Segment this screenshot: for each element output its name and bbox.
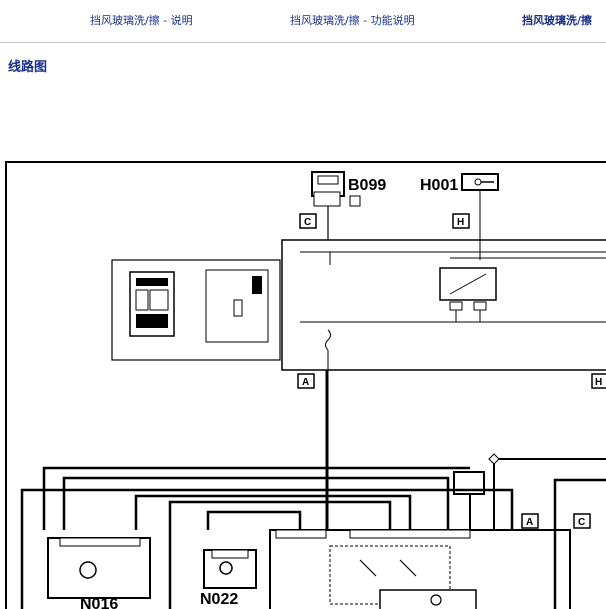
wiring-diagram: B099 H001 C H A H <box>5 161 606 609</box>
tab-function-description[interactable]: 挡风玻璃洗/擦 - 功能说明 <box>290 14 415 27</box>
diagram-frame <box>5 161 606 609</box>
connector-a-right: A <box>526 517 533 528</box>
section-title: 线路图 <box>8 60 48 75</box>
connector-c-bottom: C <box>578 517 585 528</box>
component-n016: N016 <box>47 537 151 609</box>
component-h001: H001 <box>420 173 499 236</box>
locator-inset <box>111 259 281 361</box>
b099-label: B099 <box>348 177 386 194</box>
component-n022: N022 <box>200 549 257 608</box>
connector-a-left: A <box>302 377 309 388</box>
h001-label: H001 <box>420 177 458 194</box>
connector-h-right: H <box>595 377 602 388</box>
tab-bar: 挡风玻璃洗/擦 - 说明 挡风玻璃洗/擦 - 功能说明 挡风玻璃洗/擦 <box>0 0 606 43</box>
component-b099: B099 <box>311 171 386 207</box>
n016-label: N016 <box>80 596 118 609</box>
n022-label: N022 <box>200 591 238 608</box>
connector-c-top: C <box>304 217 311 228</box>
tab-description[interactable]: 挡风玻璃洗/擦 - 说明 <box>90 14 193 27</box>
tab-wiring-diagram[interactable]: 挡风玻璃洗/擦 <box>522 14 593 27</box>
connector-h-top: H <box>457 217 464 228</box>
